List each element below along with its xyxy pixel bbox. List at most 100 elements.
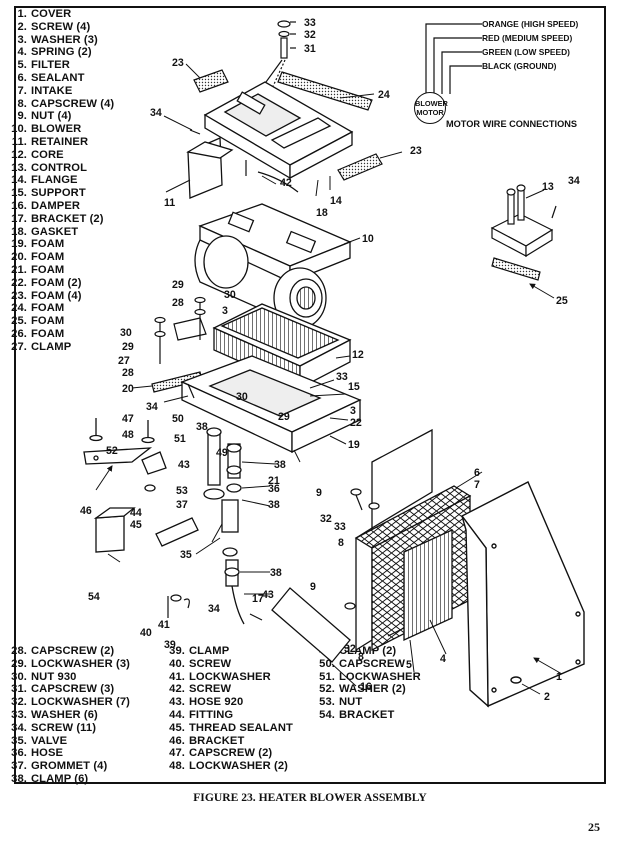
part-number: 42.	[169, 683, 185, 696]
part-item: 30. NUT 930	[8, 671, 130, 684]
part-item: 8.CAPSCREW (4)	[8, 98, 114, 111]
part-name: NUT	[339, 696, 363, 709]
wire-orange-label: ORANGE (HIGH SPEED)	[482, 19, 579, 29]
part-name: GASKET	[31, 225, 79, 238]
part-item: 16.DAMPER	[8, 200, 114, 213]
part-number: 17.	[11, 212, 27, 225]
callout-12: 12	[352, 349, 364, 361]
callout-51: 51	[174, 433, 186, 445]
callout-42: 42	[280, 177, 292, 189]
left-fasteners	[154, 129, 299, 399]
intake-grille	[354, 428, 472, 652]
part-number: 15.	[11, 187, 27, 200]
callout-17: 17	[252, 593, 264, 605]
part-number: 52.	[319, 683, 335, 696]
callout-11: 11	[164, 197, 175, 209]
callout-20: 20	[122, 383, 134, 395]
part-name: CORE	[31, 148, 64, 161]
part-number: 35.	[11, 734, 27, 747]
callout-32: 32	[320, 513, 332, 525]
callout-18: 18	[316, 207, 328, 219]
callout-47: 47	[122, 413, 134, 425]
part-name: CAPSCREW (4)	[31, 97, 115, 110]
motor-wire-connections: ORANGE (HIGH SPEED) RED (MEDIUM SPEED) G…	[400, 14, 590, 138]
part-name: CAPSCREW (2)	[31, 645, 115, 657]
wire-black-label: BLACK (GROUND)	[482, 61, 557, 71]
part-name: SEALANT	[31, 71, 85, 84]
part-item: 28.CAPSCREW (2)	[8, 645, 130, 658]
part-item: 13.CONTROL	[8, 162, 114, 175]
callout-4: 4	[440, 653, 446, 665]
part-name: NUT 930	[31, 670, 77, 683]
part-name: HOSE 920	[189, 696, 244, 709]
part-item: 9.NUT (4)	[8, 110, 114, 123]
callout-13: 13	[542, 181, 554, 193]
part-item: 19.FOAM	[8, 238, 114, 251]
callout-9: 9	[310, 581, 316, 593]
part-name: CAPSCREW (2)	[189, 747, 273, 760]
part-item: 52.WASHER (2)	[316, 683, 421, 696]
part-item: 36.HOSE	[8, 747, 130, 760]
part-number: 32.	[11, 696, 27, 709]
callout-40: 40	[140, 627, 152, 639]
motor-label-line1: BLOWER	[415, 99, 448, 108]
part-name: CAPSCREW	[339, 657, 406, 670]
intake-housing	[203, 81, 354, 180]
part-number: 36.	[11, 747, 27, 760]
part-name: CLAMP	[189, 645, 230, 657]
callout-9: 9	[316, 487, 322, 499]
part-name: SCREW (11)	[31, 721, 97, 734]
part-item: 24.FOAM	[8, 302, 114, 315]
part-number: 7.	[17, 84, 27, 97]
callout-28: 28	[122, 367, 134, 379]
part-number: 47.	[169, 747, 185, 760]
callout-38: 38	[270, 567, 282, 579]
callout-23: 23	[172, 57, 184, 69]
part-item: 10.BLOWER	[8, 123, 114, 136]
callout-28: 28	[172, 297, 184, 309]
part-number: 6.	[17, 71, 27, 84]
callout-23: 23	[410, 145, 422, 157]
callout-34: 34	[150, 107, 162, 119]
part-item: 25.FOAM	[8, 315, 114, 328]
part-number: 33.	[11, 708, 27, 721]
part-name: FOAM (4)	[31, 289, 82, 302]
callout-38: 38	[196, 421, 208, 433]
part-name: WASHER (6)	[31, 708, 98, 721]
part-number: 39.	[169, 645, 185, 657]
part-number: 30.	[11, 670, 27, 683]
callout-30: 30	[120, 327, 132, 339]
callout-50: 50	[172, 413, 184, 425]
callout-34: 34	[208, 603, 220, 615]
part-item: 17.BRACKET (2)	[8, 213, 114, 226]
part-name: GROMMET (4)	[31, 760, 108, 773]
part-number: 20.	[11, 251, 27, 264]
part-item: 6. SEALANT	[8, 72, 114, 85]
part-item: 4.SPRING (2)	[8, 46, 114, 59]
part-name: WASHER (3)	[31, 33, 98, 46]
part-number: 18.	[11, 225, 27, 238]
figure-frame	[14, 6, 606, 784]
callout-8: 8	[358, 651, 364, 663]
part-name: FITTING	[189, 708, 234, 721]
part-number: 22.	[11, 276, 27, 289]
part-name: SCREW	[189, 657, 232, 670]
hose-valve-group	[155, 427, 245, 625]
callout-30: 30	[236, 391, 248, 403]
part-item: 33. WASHER (6)	[8, 709, 130, 722]
part-name: SCREW	[189, 683, 232, 696]
part-number: 19.	[11, 238, 27, 251]
callout-44: 44	[130, 507, 142, 519]
part-item: 22.FOAM (2)	[8, 277, 114, 290]
callout-6: 6	[474, 467, 480, 479]
part-name: BRACKET	[189, 734, 245, 747]
part-name: CLAMP (2)	[339, 645, 397, 657]
callout-29: 29	[122, 341, 134, 353]
part-number: 27.	[11, 340, 27, 353]
callout-33: 33	[334, 521, 346, 533]
callout-32: 32	[304, 29, 316, 41]
part-name: FOAM	[31, 315, 65, 328]
callout-36: 36	[268, 483, 280, 495]
